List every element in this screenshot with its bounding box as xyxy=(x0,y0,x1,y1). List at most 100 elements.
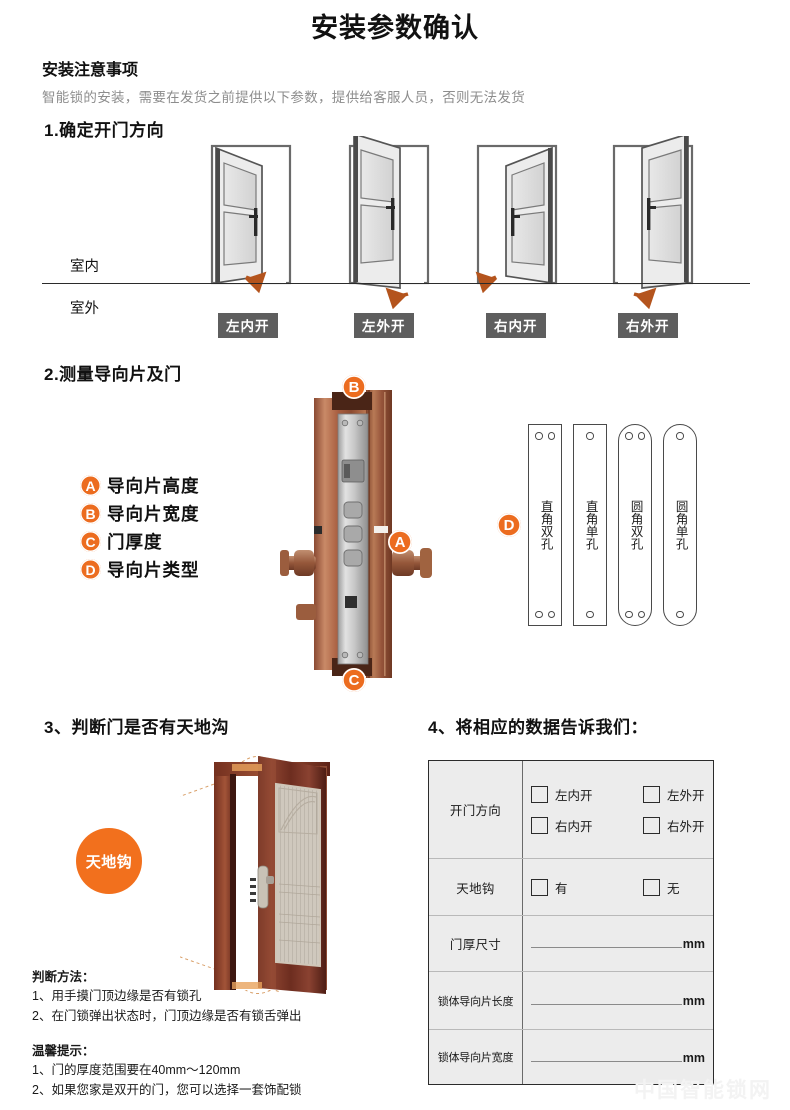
judgment-method-item-1: 1、用手摸门顶边缘是否有锁孔 xyxy=(32,989,202,1004)
checkbox-icon[interactable] xyxy=(643,785,660,803)
checkbox-label: 左内开 xyxy=(555,788,593,803)
section-1-title: 1.确定开门方向 xyxy=(44,121,165,140)
outdoor-label: 室外 xyxy=(70,301,99,317)
security-door-photo xyxy=(180,756,330,994)
checkbox-option-left-inward[interactable]: 左内开 xyxy=(531,785,643,804)
hole-icon xyxy=(535,610,543,618)
faceplate-square-double: 直角双孔 xyxy=(528,424,562,626)
row-value-guide-width: mm xyxy=(523,1030,713,1084)
tips-item-2: 2、如果您家是双开的门，您可以选择一套饰配锁 xyxy=(32,1082,302,1097)
checkbox-option-left-outward[interactable]: 左外开 xyxy=(643,785,705,804)
mortise-lock-photo xyxy=(280,390,432,678)
door-badge-left-outward: 左外开 xyxy=(354,313,414,338)
legend-label-b: 导向片宽度 xyxy=(107,504,200,524)
marker-b: B xyxy=(342,375,366,399)
faceplate-holes-top xyxy=(574,432,606,440)
hole-icon xyxy=(547,432,555,440)
checkbox-icon[interactable] xyxy=(531,878,548,896)
faceplate-holes-top xyxy=(529,432,561,440)
hole-icon xyxy=(586,610,594,618)
table-row-door-thickness: 门厚尺寸 mm xyxy=(429,916,713,972)
checkbox-icon[interactable] xyxy=(643,878,660,896)
row-label-guide-width: 锁体导向片宽度 xyxy=(429,1030,523,1084)
legend-item-b: B 导向片宽度 xyxy=(80,501,200,526)
fill-in-line[interactable]: mm xyxy=(531,936,705,951)
legend-item-a: A 导向片高度 xyxy=(80,473,200,498)
faceplate-label: 直角双孔 xyxy=(538,500,553,550)
judgment-method-item-2: 2、在门锁弹出状态时，门顶边缘是否有锁舌弹出 xyxy=(32,1008,302,1023)
hole-icon xyxy=(547,610,555,618)
notice-heading: 安装注意事项 xyxy=(42,62,139,79)
tips-title: 温馨提示： xyxy=(32,1044,95,1058)
checkbox-line: 左内开 左外开 xyxy=(531,785,705,804)
write-in-rule[interactable] xyxy=(531,1050,682,1062)
checkbox-option-right-inward[interactable]: 右内开 xyxy=(531,816,643,835)
section-2-title: 2.测量导向片及门 xyxy=(44,365,182,384)
row-value-guide-length: mm xyxy=(523,972,713,1029)
legend-item-c: C 门厚度 xyxy=(80,529,163,554)
checkbox-label: 右内开 xyxy=(555,819,593,834)
faceplate-holes-bottom xyxy=(664,610,696,618)
row-value-door-thickness: mm xyxy=(523,916,713,971)
faceplate-holes-bottom xyxy=(529,610,561,618)
faceplate-holes-top xyxy=(619,432,651,440)
marker-a: A xyxy=(388,530,412,554)
unit-label: mm xyxy=(682,1050,705,1065)
checkbox-icon[interactable] xyxy=(531,816,548,834)
indoor-outdoor-divider xyxy=(42,283,750,284)
checkbox-label: 无 xyxy=(667,881,680,896)
tips-block: 温馨提示： 1、门的厚度范围要在40mm～120mm 2、如果您家是双开的门，您… xyxy=(32,1042,301,1100)
judgment-method-title: 判断方法： xyxy=(32,970,95,984)
checkbox-option-right-outward[interactable]: 右外开 xyxy=(643,816,705,835)
write-in-rule[interactable] xyxy=(531,936,682,948)
table-row-tiandigou: 天地钩 有 无 xyxy=(429,859,713,916)
page-title: 安装参数确认 xyxy=(311,13,479,43)
hole-icon xyxy=(586,432,594,440)
door-direction-illustrations xyxy=(210,136,694,310)
checkbox-label: 右外开 xyxy=(667,819,705,834)
section-4-title: 4、将相应的数据告诉我们： xyxy=(428,718,648,737)
faceplate-round-double: 圆角双孔 xyxy=(618,424,652,626)
checkbox-option-none[interactable]: 无 xyxy=(643,878,680,897)
judgment-method-block: 判断方法： 1、用手摸门顶边缘是否有锁孔 2、在门锁弹出状态时，门顶边缘是否有锁… xyxy=(32,968,301,1026)
indoor-label: 室内 xyxy=(70,259,99,275)
fill-in-line[interactable]: mm xyxy=(531,993,705,1008)
checkbox-line: 右内开 右外开 xyxy=(531,816,705,835)
checkbox-label: 左外开 xyxy=(667,788,705,803)
legend-dot-c: C xyxy=(80,531,101,552)
hole-icon xyxy=(676,432,684,440)
write-in-rule[interactable] xyxy=(531,993,682,1005)
faceplate-holes-top xyxy=(664,432,696,440)
faceplate-holes-bottom xyxy=(574,610,606,618)
legend-dot-d: D xyxy=(80,559,101,580)
door-badge-left-inward: 左内开 xyxy=(218,313,278,338)
checkbox-option-has[interactable]: 有 xyxy=(531,878,643,897)
row-label-guide-length: 锁体导向片长度 xyxy=(429,972,523,1029)
tiandigou-callout: 天地钩 xyxy=(76,828,142,894)
section-3-title: 3、判断门是否有天地沟 xyxy=(44,718,229,737)
faceplate-round-single: 圆角单孔 xyxy=(663,424,697,626)
fill-in-line[interactable]: mm xyxy=(531,1050,705,1065)
faceplate-holes-bottom xyxy=(619,610,651,618)
legend-item-d: D 导向片类型 xyxy=(80,557,200,582)
row-value-door-direction: 左内开 左外开 右内开 右外开 xyxy=(523,761,713,858)
row-label-door-thickness: 门厚尺寸 xyxy=(429,916,523,971)
legend-label-d: 导向片类型 xyxy=(107,560,200,580)
hole-icon xyxy=(637,610,645,618)
unit-label: mm xyxy=(682,937,705,951)
parameter-form-table: 开门方向 左内开 左外开 右内开 右外开 xyxy=(428,760,714,1085)
faceplate-label: 直角单孔 xyxy=(583,500,598,550)
faceplate-label: 圆角单孔 xyxy=(673,500,688,550)
faceplate-square-single: 直角单孔 xyxy=(573,424,607,626)
checkbox-line: 有 无 xyxy=(531,878,705,897)
faceplate-label: 圆角双孔 xyxy=(628,500,643,550)
hole-icon xyxy=(625,610,633,618)
door-badge-right-inward: 右内开 xyxy=(486,313,546,338)
checkbox-icon[interactable] xyxy=(531,785,548,803)
checkbox-icon[interactable] xyxy=(643,816,660,834)
legend-dot-a: A xyxy=(80,475,101,496)
marker-d: D xyxy=(497,513,521,537)
table-row-door-direction: 开门方向 左内开 左外开 右内开 右外开 xyxy=(429,761,713,859)
row-value-tiandigou: 有 无 xyxy=(523,859,713,915)
hole-icon xyxy=(625,432,633,440)
